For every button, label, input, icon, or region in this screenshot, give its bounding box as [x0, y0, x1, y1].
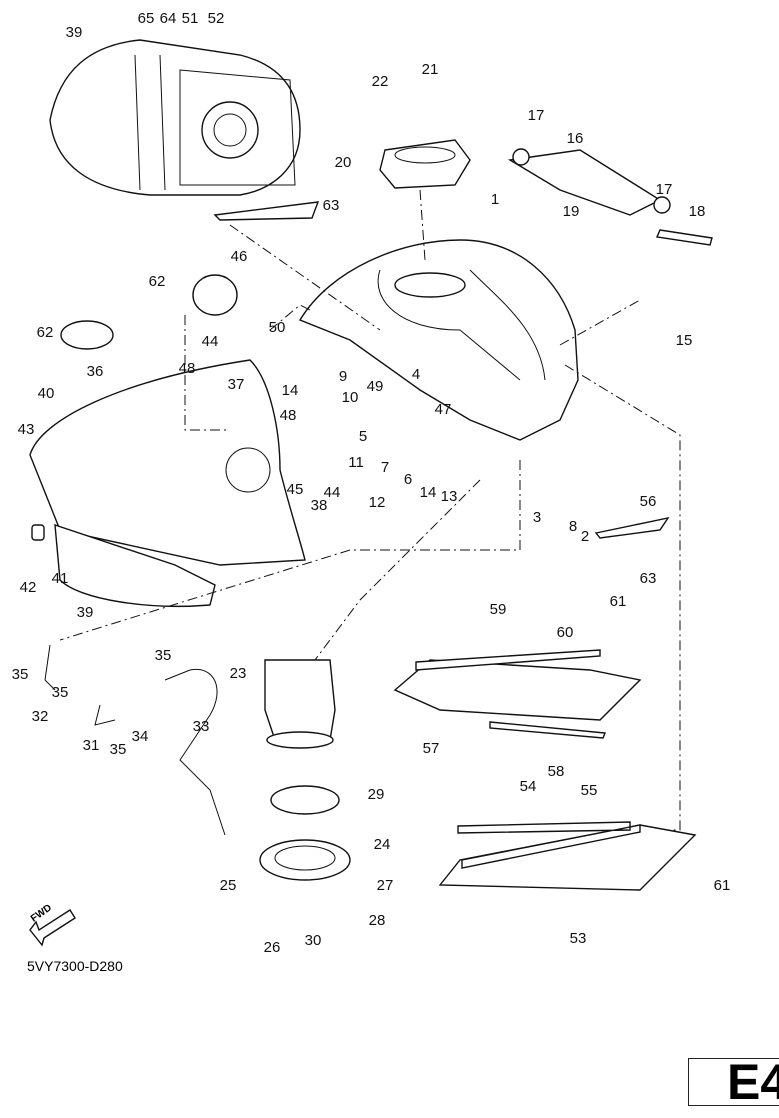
callout-label: 63: [639, 570, 657, 587]
callout-label: 35: [51, 684, 69, 701]
callout-label: 23: [229, 665, 247, 682]
callout-label: 46: [230, 248, 248, 265]
callout-label: 58: [547, 763, 565, 780]
callout-label: 6: [403, 471, 413, 488]
callout-label: 35: [154, 647, 172, 664]
callout-label: 35: [11, 666, 29, 683]
callout-label: 31: [82, 737, 100, 754]
drawing-code: 5VY7300-D280: [27, 958, 123, 974]
callout-label: 59: [489, 601, 507, 618]
callout-label: 55: [580, 782, 598, 799]
callout-label: 12: [368, 494, 386, 511]
callout-label: 13: [440, 488, 458, 505]
callout-label: 2: [580, 528, 590, 545]
callout-label: 64: [159, 10, 177, 27]
fuel-tank: [298, 239, 579, 441]
callout-label: 14: [419, 484, 437, 501]
callout-label: 34: [131, 728, 149, 745]
callout-label: 28: [368, 912, 386, 929]
callout-label: 47: [434, 401, 452, 418]
callout-label: 61: [609, 593, 627, 610]
callout-label: 63: [322, 197, 340, 214]
callout-label: 10: [341, 389, 359, 406]
callout-label: 21: [421, 61, 439, 78]
callout-label: 54: [519, 778, 537, 795]
callout-label: 32: [31, 708, 49, 725]
callout-label: 50: [268, 319, 286, 336]
callout-label: 20: [334, 154, 352, 171]
fuel-pump: [264, 659, 336, 741]
callout-label: 39: [65, 24, 83, 41]
callout-label: 62: [148, 273, 166, 290]
callout-label: 38: [310, 497, 328, 514]
callout-label: 61: [713, 877, 731, 894]
callout-label: 9: [338, 368, 348, 385]
callout-label: 51: [181, 10, 199, 27]
callout-label: 36: [86, 363, 104, 380]
callout-label: 48: [178, 360, 196, 377]
callout-label: 30: [304, 932, 322, 949]
callout-label: 14: [281, 382, 299, 399]
callout-label: 7: [380, 459, 390, 476]
side-cover-upper: [393, 659, 642, 721]
callout-label: 35: [109, 741, 127, 758]
callout-label: 40: [37, 385, 55, 402]
callout-label: 43: [17, 421, 35, 438]
callout-label: 26: [263, 939, 281, 956]
callout-label: 29: [367, 786, 385, 803]
callout-label: 45: [286, 481, 304, 498]
callout-label: 15: [675, 332, 693, 349]
callout-label: 60: [556, 624, 574, 641]
callout-label: 27: [376, 877, 394, 894]
callout-label: 25: [219, 877, 237, 894]
callout-label: 11: [348, 454, 364, 471]
page-marker: E4: [688, 1058, 779, 1106]
callout-label: 37: [227, 376, 245, 393]
callout-label: 5: [358, 428, 368, 445]
callout-label: 33: [192, 718, 210, 735]
callout-label: 18: [688, 203, 706, 220]
callout-label: 56: [639, 493, 657, 510]
callout-label: 1: [490, 191, 500, 208]
callout-label: 19: [562, 203, 580, 220]
side-cover-left: [29, 359, 306, 566]
callout-label: 44: [323, 484, 341, 501]
callout-label: 62: [36, 324, 54, 341]
fwd-arrow-icon: [29, 909, 76, 947]
callout-label: 22: [371, 73, 389, 90]
callout-label: 8: [568, 518, 578, 535]
callout-label: 39: [76, 604, 94, 621]
callout-label: 57: [422, 740, 440, 757]
callout-label: 24: [373, 836, 391, 853]
callout-label: 42: [19, 579, 37, 596]
callout-label: 16: [566, 130, 584, 147]
callout-label: 41: [51, 570, 69, 587]
seat-cover: [49, 39, 301, 196]
callout-label: 44: [201, 333, 219, 350]
fuel-cap: [379, 139, 471, 189]
callout-label: 53: [569, 930, 587, 947]
callout-label: 4: [411, 366, 421, 383]
callout-label: 48: [279, 407, 297, 424]
callout-label: 52: [207, 10, 225, 27]
callout-label: 49: [366, 378, 384, 395]
callout-label: 65: [137, 10, 155, 27]
side-cover-lower: [438, 824, 697, 891]
callout-label: 17: [527, 107, 545, 124]
callout-label: 17: [655, 181, 673, 198]
callout-label: 3: [532, 509, 542, 526]
